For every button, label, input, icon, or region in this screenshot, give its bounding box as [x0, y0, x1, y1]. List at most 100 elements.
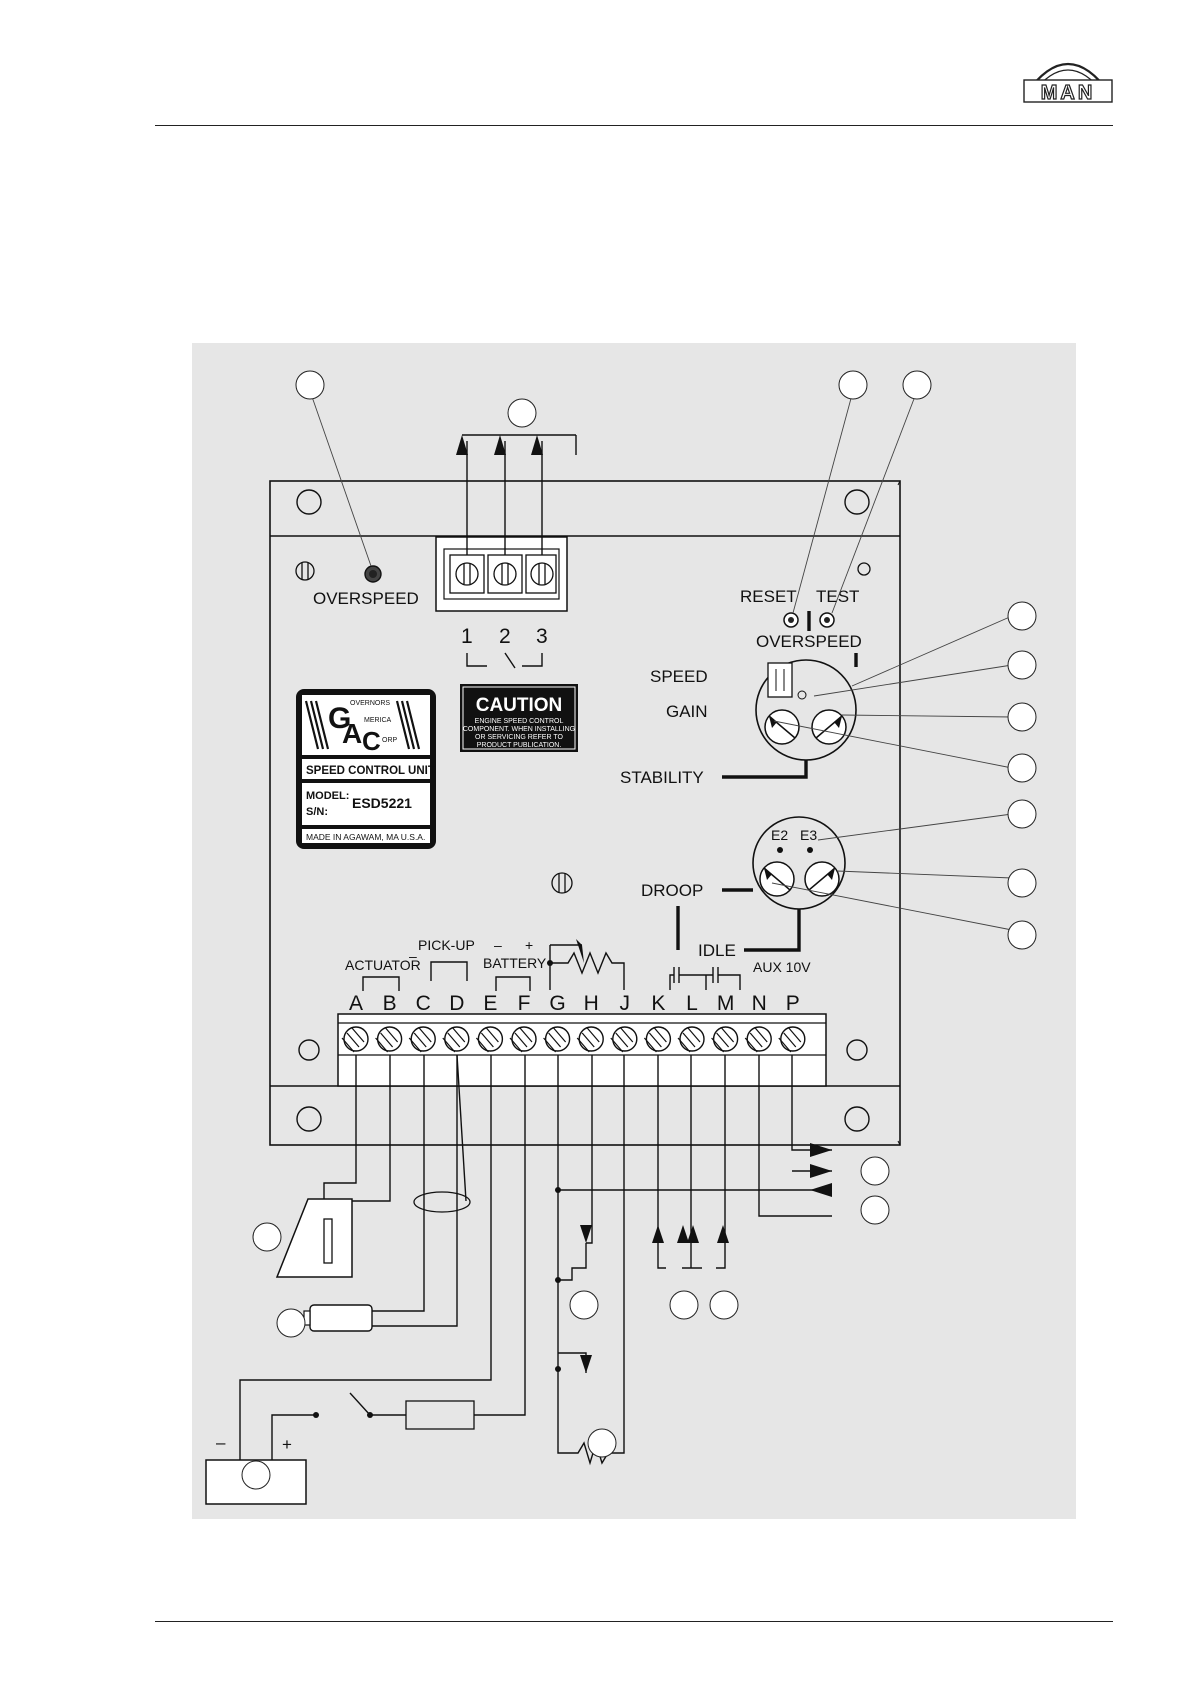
actuator-icon	[275, 1198, 353, 1278]
svg-text:C: C	[362, 726, 381, 756]
terminal-letter-b: B	[383, 992, 397, 1015]
callout-circle	[276, 1308, 306, 1338]
svg-text:CAUTION: CAUTION	[476, 695, 563, 716]
plate-screws	[295, 561, 871, 894]
terminal-letter-m: M	[717, 992, 735, 1015]
terminal-screw-n[interactable]	[744, 1026, 772, 1053]
logo-text: MAN	[1041, 82, 1096, 104]
wiring-figure: OVERSPEED 1 2 3 CAUTION ENGINE SPEED CON…	[192, 343, 1076, 1519]
battery-box-plus: +	[282, 1435, 292, 1454]
terminal-letter-l: L	[686, 992, 698, 1015]
model-number: ESD5221	[352, 795, 412, 811]
svg-text:COMPONENT. WHEN INSTALLING: COMPONENT. WHEN INSTALLING	[463, 726, 575, 733]
caution-label: CAUTION ENGINE SPEED CONTROL COMPONENT. …	[460, 684, 578, 752]
speed-label: SPEED	[650, 667, 708, 686]
svg-text:OVERNORS: OVERNORS	[350, 700, 390, 707]
relay-terminal-1: 1	[461, 625, 473, 648]
gain-label: GAIN	[666, 702, 708, 721]
callout-circle	[241, 1460, 271, 1490]
callout-circle	[252, 1222, 282, 1252]
terminal-letter-a: A	[349, 992, 363, 1015]
terminal-screw-l[interactable]	[677, 1026, 705, 1053]
battery-box-minus: –	[216, 1433, 226, 1452]
svg-text:PRODUCT PUBLICATION.: PRODUCT PUBLICATION.	[477, 742, 562, 749]
callouts	[241, 370, 1037, 1490]
terminal-screw-b[interactable]	[375, 1026, 403, 1053]
magnetic-pickup-icon	[303, 1304, 373, 1332]
terminal-screw-e[interactable]	[475, 1026, 504, 1053]
terminal-screw-f[interactable]	[509, 1026, 537, 1053]
callout-circle	[1007, 601, 1037, 631]
overspeed-label: OVERSPEED	[756, 632, 862, 651]
svg-text:OR SERVICING REFER TO: OR SERVICING REFER TO	[475, 734, 563, 741]
relay-terminal-3: 3	[536, 625, 548, 648]
pickup-dash: –	[409, 948, 417, 964]
battery-plus-label: +	[525, 937, 533, 953]
callout-circle	[295, 370, 325, 400]
terminal-letter-g: G	[549, 992, 565, 1015]
svg-text:A: A	[342, 718, 362, 749]
droop-idle-pot-group: E2 E3	[752, 816, 846, 910]
svg-text:MODEL:: MODEL:	[306, 790, 349, 802]
mounting-holes	[296, 489, 870, 1132]
callout-circle	[1007, 799, 1037, 829]
fuse-icon	[405, 1400, 475, 1430]
battery-minus-label: –	[494, 937, 502, 953]
idle-label: IDLE	[698, 941, 736, 960]
terminal-letter-f: F	[518, 992, 531, 1015]
svg-text:MADE IN AGAWAM, MA U.S.A.: MADE IN AGAWAM, MA U.S.A.	[306, 832, 425, 842]
unit-plate	[269, 480, 901, 1146]
svg-text:ENGINE SPEED CONTROL: ENGINE SPEED CONTROL	[475, 718, 564, 725]
relay-arrow-icon	[456, 435, 468, 455]
callout-circle	[1007, 702, 1037, 732]
terminal-letter-j: J	[620, 992, 631, 1015]
callout-circle	[1007, 753, 1037, 783]
droop-idle-switch-symbol	[669, 967, 741, 990]
callout-circle	[860, 1156, 890, 1186]
reset-label: RESET	[740, 587, 797, 606]
terminal-letter-h: H	[584, 992, 599, 1015]
callout-circle	[902, 370, 932, 400]
callout-circle	[838, 370, 868, 400]
terminal-letter-k: K	[651, 992, 665, 1015]
callout-circle	[669, 1290, 699, 1320]
terminal-screw-m[interactable]	[711, 1026, 739, 1053]
header-rule	[155, 125, 1113, 126]
terminal-screw-h[interactable]	[576, 1026, 604, 1053]
speed-adjust-pot[interactable]	[767, 662, 793, 698]
terminal-letter-d: D	[449, 992, 464, 1015]
svg-text:SPEED CONTROL UNIT: SPEED CONTROL UNIT	[306, 765, 435, 777]
callout-circle	[1007, 868, 1037, 898]
e2-label: E2	[771, 827, 788, 843]
man-logo-icon: MAN	[1023, 62, 1113, 105]
callout-circle	[507, 398, 537, 428]
callout-circle	[1007, 920, 1037, 950]
terminal-screw-p[interactable]	[778, 1026, 806, 1053]
callout-circle	[569, 1290, 599, 1320]
svg-text:S/N:: S/N:	[306, 806, 328, 818]
terminal-letter-n: N	[752, 992, 767, 1015]
relay-terminal-2: 2	[499, 625, 511, 648]
relay-arrow-icon	[494, 435, 506, 455]
terminal-screw-g[interactable]	[543, 1026, 571, 1053]
e3-label: E3	[800, 827, 817, 843]
stability-label: STABILITY	[620, 768, 704, 787]
svg-text:G: G	[328, 702, 351, 735]
relay-contact-symbol	[466, 652, 543, 669]
terminal-screw-j[interactable]	[610, 1026, 638, 1053]
terminal-screw-k[interactable]	[643, 1026, 672, 1053]
terminal-letter-c: C	[416, 992, 431, 1015]
terminal-screw-c[interactable]	[408, 1026, 436, 1053]
terminal-screw-a[interactable]	[341, 1026, 369, 1053]
terminal-letter-e: E	[483, 992, 497, 1015]
main-terminal-strip	[337, 1013, 827, 1087]
droop-label: DROOP	[641, 881, 703, 900]
actuator-label: ACTUATOR	[345, 957, 421, 973]
terminal-letter-p: P	[786, 992, 800, 1015]
speed-control-wiring-diagram: OVERSPEED 1 2 3 CAUTION ENGINE SPEED CON…	[205, 370, 1037, 1505]
callout-circle	[860, 1195, 890, 1225]
remote-speed-pot-symbol	[547, 939, 625, 990]
aux-label: AUX 10V	[753, 959, 811, 975]
terminal-screw-d[interactable]	[442, 1026, 470, 1053]
